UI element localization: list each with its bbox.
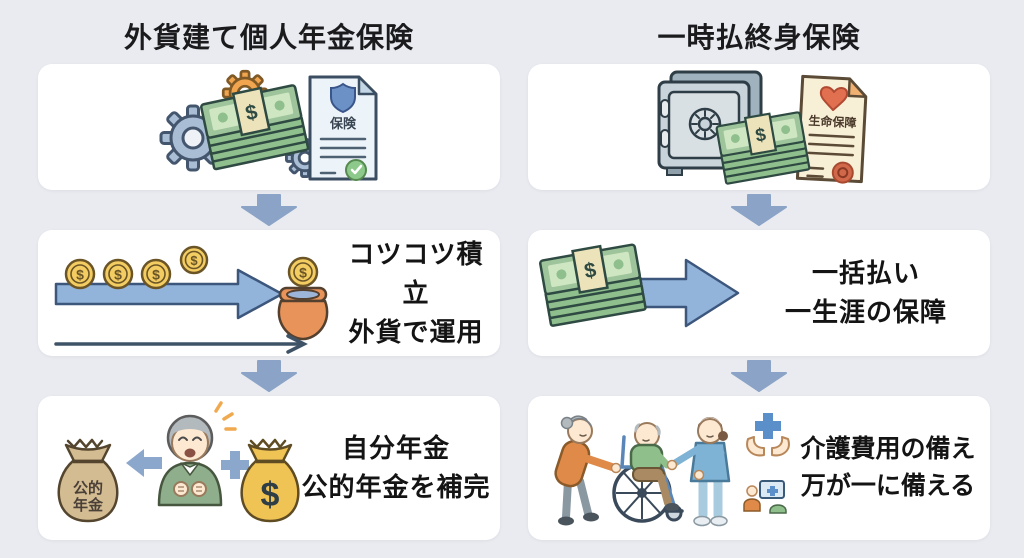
text-line: 一括払い bbox=[811, 258, 920, 288]
right-step-arrow-2 bbox=[528, 356, 990, 396]
right-step2-text: 一括払い 一生涯の保障 bbox=[750, 254, 982, 332]
caregiving-scene-icon bbox=[554, 413, 790, 527]
left-column-title: 外貨建て個人年金保険 bbox=[123, 22, 414, 53]
coin-icon: $ bbox=[102, 258, 134, 290]
policy-label: 保険 bbox=[329, 116, 357, 131]
sparkle-icon bbox=[214, 401, 237, 431]
flow-arrow-icon bbox=[626, 258, 740, 328]
svg-text:$: $ bbox=[76, 267, 84, 283]
down-arrow-icon bbox=[731, 194, 787, 226]
left-step-arrow-2 bbox=[38, 356, 500, 396]
left-step3-card: 公的 年金 bbox=[38, 396, 500, 540]
coin-icon: $ bbox=[179, 245, 209, 275]
text-line: 外貨で運用 bbox=[348, 316, 484, 347]
svg-text:$: $ bbox=[152, 267, 160, 283]
right-step2-card: $ 一括払い 一生涯の保障 bbox=[528, 230, 990, 356]
right-step1-card: 生命保障 bbox=[528, 64, 990, 190]
bag-label: 公的 bbox=[73, 479, 103, 497]
left-column: 外貨建て個人年金保険 bbox=[38, 16, 500, 558]
wheelchair-icon bbox=[612, 422, 684, 523]
text-line: 介護費用の備え bbox=[800, 434, 976, 463]
coin-icon: $ bbox=[64, 258, 96, 290]
down-arrow-icon bbox=[241, 194, 297, 226]
caregiver-icon bbox=[666, 417, 731, 527]
dollar-sign: $ bbox=[243, 100, 260, 125]
coin-icon: $ bbox=[140, 258, 172, 290]
right-step3-text: 介護費用の備え 万が一に備える bbox=[794, 431, 982, 506]
text-line: コツコツ積立 bbox=[348, 238, 484, 308]
text-line: 公的年金を補完 bbox=[301, 472, 491, 502]
money-stack-icon: $ bbox=[539, 243, 647, 327]
seal-icon bbox=[831, 161, 854, 184]
svg-text:$: $ bbox=[299, 265, 307, 281]
dollar-sign: $ bbox=[583, 258, 599, 283]
svg-text:$: $ bbox=[114, 267, 122, 283]
right-column: 一時払終身保険 bbox=[528, 16, 990, 558]
text-line: 万が一に備える bbox=[800, 472, 976, 500]
policy-label: 生命保障 bbox=[808, 113, 857, 130]
lump-sum-illustration: $ bbox=[539, 243, 740, 328]
medical-cross-hands-icon bbox=[746, 413, 790, 457]
down-arrow-icon bbox=[241, 360, 297, 392]
svg-text:$: $ bbox=[190, 253, 198, 268]
money-stack-icon: $ bbox=[200, 84, 310, 171]
left-step2-text: コツコツ積立 外貨で運用 bbox=[340, 235, 492, 352]
flow-arrow-icon bbox=[54, 268, 284, 320]
telehealth-icon bbox=[743, 480, 787, 514]
down-arrow-icon bbox=[731, 360, 787, 392]
plus-icon bbox=[221, 451, 249, 479]
insurance-policy-icon: 保険 bbox=[308, 75, 378, 181]
text-line: 一生涯の保障 bbox=[784, 297, 947, 327]
right-step-arrow-1 bbox=[528, 190, 990, 230]
bag-label: 年金 bbox=[73, 496, 104, 514]
left-step2-card: $ $ $ $ bbox=[38, 230, 500, 356]
elderly-man-icon bbox=[157, 401, 237, 507]
money-pot-icon: $ bbox=[277, 256, 329, 341]
right-step3-card: 介護費用の備え 万が一に備える bbox=[528, 396, 990, 540]
right-column-title: 一時払終身保険 bbox=[657, 22, 861, 53]
steady-saving-illustration: $ $ $ $ bbox=[54, 245, 329, 354]
heart-icon bbox=[819, 86, 848, 112]
left-step1-card: 保険 bbox=[38, 64, 500, 190]
coin-icon: $ bbox=[287, 256, 319, 288]
left-arrow-icon bbox=[126, 449, 162, 477]
public-pension-bag-icon: 公的 年金 bbox=[57, 438, 119, 523]
money-stack-icon: $ bbox=[715, 111, 811, 185]
dollar-bag-icon: $ bbox=[240, 438, 300, 523]
elderly-woman-icon bbox=[554, 415, 622, 526]
elderly-man-icon bbox=[629, 422, 679, 511]
shield-icon bbox=[330, 82, 356, 114]
dollar-sign: $ bbox=[754, 123, 768, 146]
whole-life-illustration: 生命保障 bbox=[657, 70, 868, 185]
pension-savings-illustration: 保険 bbox=[159, 69, 378, 181]
left-step3-text: 自分年金 公的年金を補完 bbox=[300, 429, 492, 507]
self-pension-illustration: 公的 年金 bbox=[57, 401, 300, 523]
dollar-sign: $ bbox=[261, 476, 280, 514]
left-step-arrow-1 bbox=[38, 190, 500, 230]
text-line: 自分年金 bbox=[341, 433, 450, 463]
growth-arrow-icon bbox=[54, 334, 308, 354]
medical-cross-icon bbox=[755, 413, 781, 439]
